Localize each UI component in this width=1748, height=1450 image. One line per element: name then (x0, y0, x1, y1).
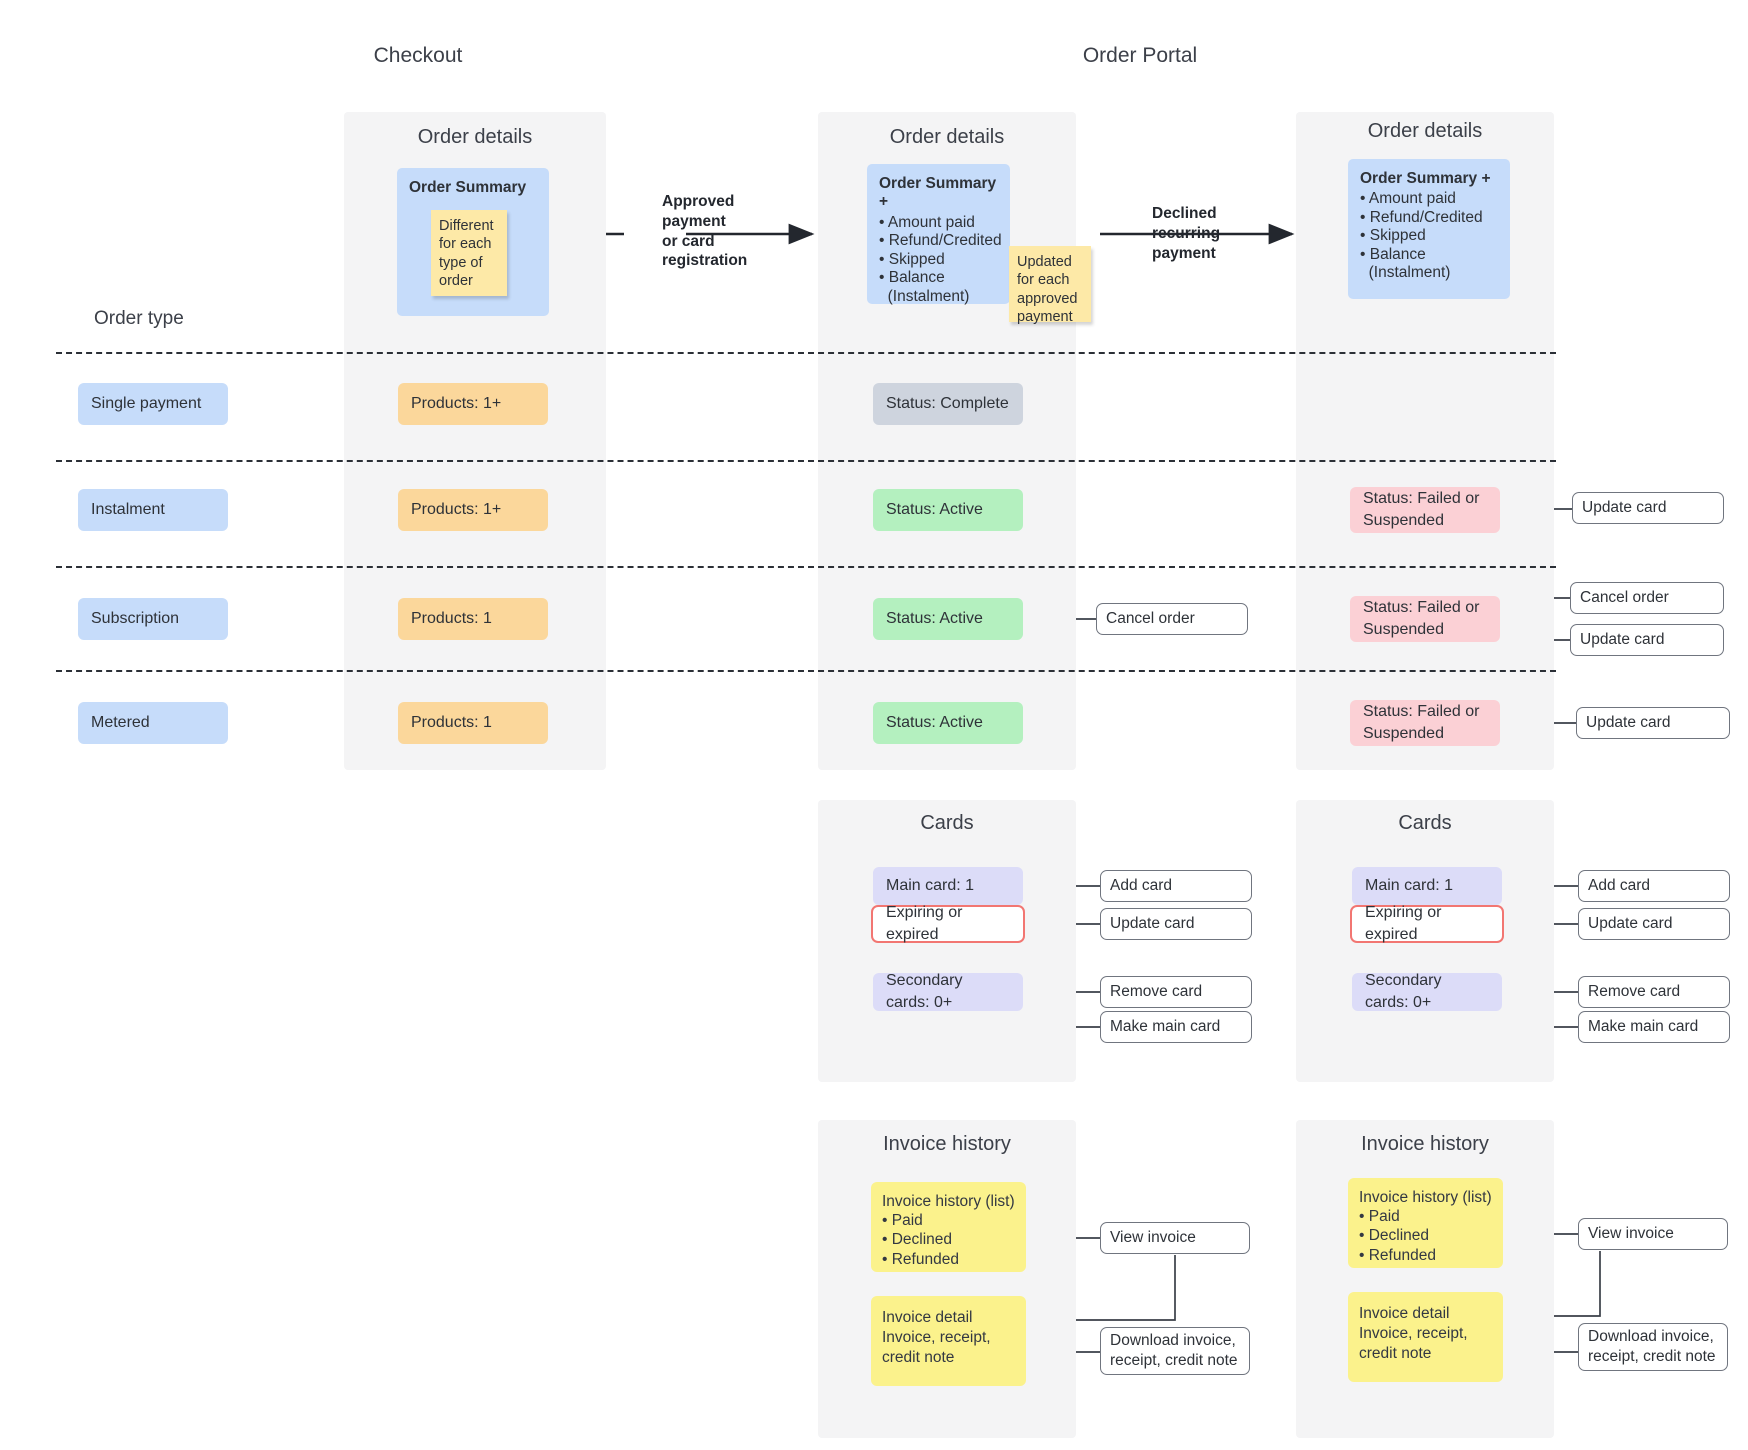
summary-item: • Refund/Credited (1360, 208, 1483, 226)
arrow-label-approved-payment: Approved payment or card registration (662, 193, 748, 270)
panel-title-cards-2: Cards (1398, 812, 1452, 834)
action-update-card-cards-2[interactable]: Update card (1578, 908, 1730, 940)
action-make-main-card-cards-2[interactable]: Make main card (1578, 1011, 1730, 1043)
action-cancel-order-subscription-portal-1[interactable]: Cancel order (1096, 603, 1248, 635)
summary-item: • Skipped (879, 250, 945, 268)
order-summary-portal-2-items: • Amount paid • Refund/Credited • Skippe… (1360, 190, 1498, 282)
invoice-list-item: • Refunded (1359, 1246, 1436, 1264)
invoice-list-item: • Declined (882, 1231, 953, 1249)
cards-2-main-card: Main card: 1 (1352, 867, 1502, 905)
panel-invoice-history-1 (818, 1120, 1076, 1438)
summary-item: (Instalment) (1360, 264, 1451, 282)
summary-item: (Instalment) (879, 287, 970, 305)
order-summary-portal-1-items: • Amount paid • Refund/Credited • Skippe… (879, 213, 1002, 306)
order-type-header: Order type (94, 308, 184, 329)
sticky-note-portal-1: Updated for each approved payment (1009, 246, 1091, 325)
invoice-list-items: • Paid • Declined • Refunded (882, 1211, 1015, 1269)
products-single-payment: Products: 1+ (398, 383, 548, 425)
products-instalment: Products: 1+ (398, 489, 548, 531)
action-add-card-cards-1[interactable]: Add card (1100, 870, 1252, 902)
summary-item: • Skipped (1360, 227, 1426, 245)
column-header-order-portal: Order Portal (1082, 44, 1198, 67)
panel-title-invoice-history-1: Invoice history (883, 1133, 1011, 1155)
summary-item: • Balance (879, 269, 945, 287)
status-metered-portal-1: Status: Active (873, 702, 1023, 744)
panel-title-order-details-portal-2: Order details (1367, 120, 1483, 142)
cards-1-main-card: Main card: 1 (873, 867, 1023, 905)
order-summary-portal-2-title: Order Summary + (1360, 170, 1491, 187)
row-divider (56, 352, 1556, 354)
row-divider (56, 566, 1556, 568)
action-download-invoice-2[interactable]: Download invoice, receipt, credit note (1578, 1323, 1728, 1371)
order-summary-portal-1-title: Order Summary + (879, 175, 997, 211)
row-divider (56, 460, 1556, 462)
panel-title-order-details-checkout: Order details (417, 126, 533, 148)
products-subscription: Products: 1 (398, 598, 548, 640)
panel-title-invoice-history-2: Invoice history (1361, 1133, 1489, 1155)
action-download-invoice-1[interactable]: Download invoice, receipt, credit note (1100, 1327, 1250, 1375)
cards-2-expiring-or-expired: Expiring or expired (1350, 904, 1504, 943)
action-make-main-card-cards-1[interactable]: Make main card (1100, 1011, 1252, 1043)
invoice-detail-1: Invoice detail Invoice, receipt, credit … (871, 1296, 1026, 1386)
action-update-card-cards-1[interactable]: Update card (1100, 908, 1252, 940)
order-summary-portal-2: Order Summary + • Amount paid • Refund/C… (1348, 159, 1510, 299)
invoice-list-title: Invoice history (list) (882, 1193, 1015, 1210)
status-subscription-portal-2: Status: Failed or Suspended (1350, 596, 1500, 642)
invoice-history-1-list: Invoice history (list) • Paid • Declined… (871, 1182, 1026, 1272)
summary-item: • Balance (1360, 245, 1426, 263)
invoice-list-item: • Paid (1359, 1208, 1400, 1226)
summary-item: • Refund/Credited (879, 232, 1002, 250)
panel-title-order-details-portal-1: Order details (889, 126, 1005, 148)
sticky-note-checkout: Different for each type of order (431, 210, 507, 296)
action-cancel-order-subscription-portal-2[interactable]: Cancel order (1570, 582, 1724, 614)
arrow-label-declined-payment: Declined recurring payment (1152, 205, 1221, 262)
order-type-instalment: Instalment (78, 489, 228, 531)
action-add-card-cards-2[interactable]: Add card (1578, 870, 1730, 902)
action-update-card-metered[interactable]: Update card (1576, 707, 1730, 739)
status-instalment-portal-2: Status: Failed or Suspended (1350, 487, 1500, 533)
order-summary-portal-1: Order Summary + • Amount paid • Refund/C… (867, 164, 1010, 306)
status-single-payment-portal-1: Status: Complete (873, 383, 1023, 425)
status-subscription-portal-1: Status: Active (873, 598, 1023, 640)
status-metered-portal-2: Status: Failed or Suspended (1350, 700, 1500, 746)
action-remove-card-cards-1[interactable]: Remove card (1100, 976, 1252, 1008)
panel-title-cards-1: Cards (920, 812, 974, 834)
invoice-detail-2: Invoice detail Invoice, receipt, credit … (1348, 1292, 1503, 1382)
action-update-card-instalment[interactable]: Update card (1572, 492, 1724, 524)
action-view-invoice-2[interactable]: View invoice (1578, 1218, 1728, 1250)
order-type-metered: Metered (78, 702, 228, 744)
cards-2-secondary-cards: Secondary cards: 0+ (1352, 972, 1502, 1011)
invoice-list-items: • Paid • Declined • Refunded (1359, 1207, 1492, 1265)
invoice-list-item: • Paid (882, 1212, 923, 1230)
invoice-list-item: • Refunded (882, 1250, 959, 1268)
order-type-subscription: Subscription (78, 598, 228, 640)
summary-item: • Amount paid (879, 213, 975, 231)
panel-invoice-history-2 (1296, 1120, 1554, 1438)
products-metered: Products: 1 (398, 702, 548, 744)
invoice-history-2-list: Invoice history (list) • Paid • Declined… (1348, 1178, 1503, 1268)
action-update-card-subscription-portal-2[interactable]: Update card (1570, 624, 1724, 656)
order-type-single-payment: Single payment (78, 383, 228, 425)
order-summary-checkout-title: Order Summary (409, 179, 527, 196)
invoice-list-item: • Declined (1359, 1227, 1430, 1245)
summary-item: • Amount paid (1360, 190, 1456, 208)
column-header-checkout: Checkout (373, 44, 463, 67)
action-remove-card-cards-2[interactable]: Remove card (1578, 976, 1730, 1008)
cards-1-expiring-or-expired: Expiring or expired (871, 904, 1025, 943)
row-divider (56, 670, 1556, 672)
cards-1-secondary-cards: Secondary cards: 0+ (873, 972, 1023, 1011)
action-view-invoice-1[interactable]: View invoice (1100, 1222, 1250, 1254)
invoice-list-title: Invoice history (list) (1359, 1189, 1492, 1206)
status-instalment-portal-1: Status: Active (873, 489, 1023, 531)
